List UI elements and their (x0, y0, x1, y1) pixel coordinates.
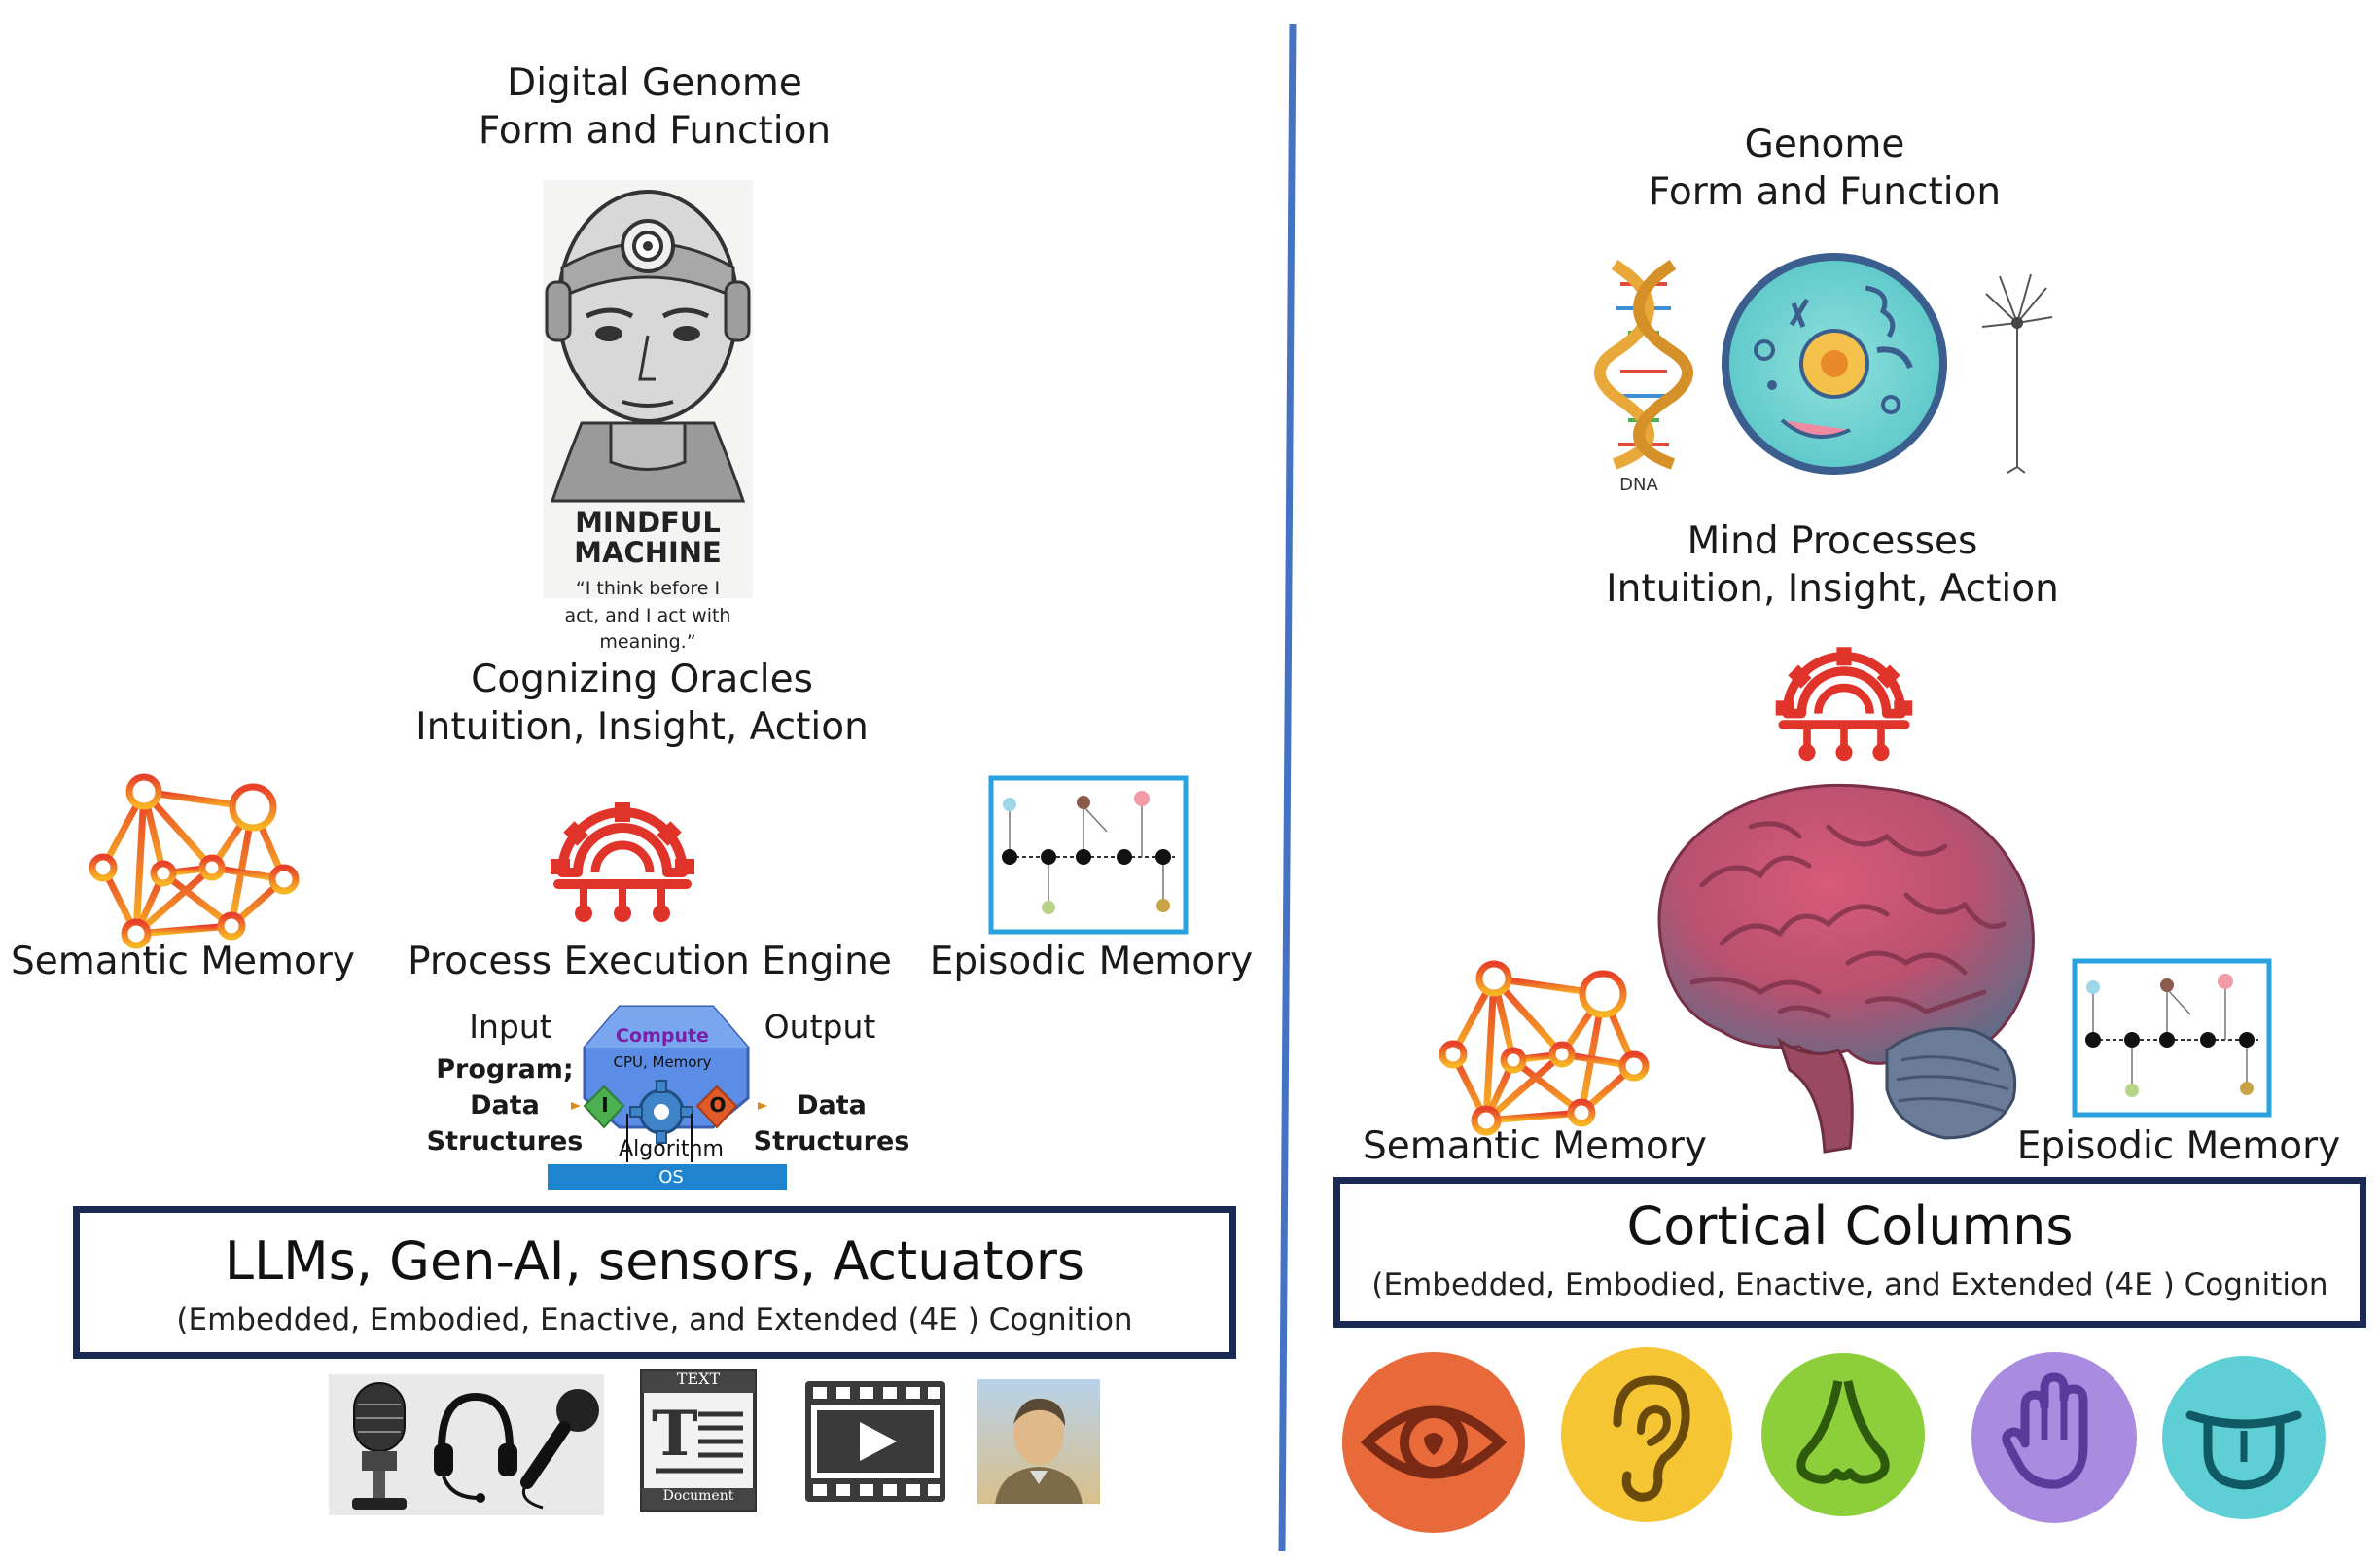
cognizing-oracles-line1: Cognizing Oracles (471, 658, 813, 701)
brain-icon (1657, 783, 2035, 1154)
microphone-icon (352, 1382, 407, 1510)
episodic-timeline-icon (988, 775, 1189, 935)
mind-processes-line2: Intuition, Insight, Action (1606, 566, 2059, 611)
headset-icon (434, 1392, 517, 1503)
right-semantic-memory-label: Semantic Memory (1363, 1124, 1707, 1168)
poster-quote: “I think before I act, and I act with me… (565, 576, 731, 657)
poster-title-line1: MINDFUL (575, 506, 721, 539)
output-data-text: Data (797, 1090, 867, 1120)
left-top-title-line2: Form and Function (478, 108, 832, 153)
process-engine-gear-icon (1775, 647, 1913, 762)
output-label: Output (764, 1008, 876, 1046)
center-divider (1278, 24, 1297, 1551)
process-engine-gear-icon (551, 802, 694, 922)
ear-icon (1561, 1347, 1732, 1522)
input-label: Input (469, 1008, 552, 1046)
poster-quote-line3: meaning.” (599, 631, 696, 654)
left-top-title-line1: Digital Genome (507, 61, 802, 105)
input-structures-text: Structures (426, 1126, 584, 1156)
output-port-letter: O (709, 1093, 727, 1117)
mind-processes-label: Mind Processes Intuition, Insight, Actio… (1606, 518, 2059, 614)
compute-diagram-graphic (548, 1005, 787, 1190)
doc-icon-bottom-label: Document (662, 1488, 734, 1504)
left-episodic-memory-label: Episodic Memory (929, 940, 1254, 983)
algorithm-text: Algorithm (619, 1137, 724, 1161)
eye-icon (1342, 1352, 1525, 1533)
llm-box-title: LLMs, Gen-AI, sensors, Actuators (224, 1230, 1085, 1292)
input-program-text: Program; (436, 1054, 574, 1085)
neuron-icon (1981, 273, 2053, 474)
episodic-timeline-icon (2072, 958, 2272, 1118)
neural-network-icon (89, 773, 300, 949)
tongue-icon (2162, 1356, 2326, 1519)
cortical-box-subtitle: (Embedded, Embodied, Enactive, and Exten… (1371, 1267, 2328, 1302)
input-data-text: Data (470, 1090, 540, 1120)
svg-text:T: T (652, 1398, 698, 1471)
right-top-title: Genome Form and Function (1649, 122, 2001, 217)
dna-label: DNA (1619, 475, 1658, 495)
neural-network-icon (1439, 960, 1650, 1136)
poster-title-line2: MACHINE (574, 536, 722, 570)
input-port-letter: I (601, 1093, 609, 1117)
cpu-memory-text: CPU, Memory (613, 1053, 712, 1071)
compute-text: Compute (616, 1025, 709, 1047)
poster-title: MINDFUL MACHINE (574, 506, 722, 570)
cognizing-oracles-line2: Intuition, Insight, Action (415, 704, 869, 749)
mind-processes-line1: Mind Processes (1687, 519, 1978, 563)
left-semantic-memory-label: Semantic Memory (11, 940, 355, 983)
output-structures-text: Structures (753, 1126, 910, 1156)
cell-icon (1722, 253, 1947, 475)
right-top-title-line2: Form and Function (1648, 169, 2002, 214)
robot-head-icon (545, 190, 751, 503)
portrait-photo-icon (977, 1379, 1100, 1504)
llm-gen-ai-box: LLMs, Gen-AI, sensors, Actuators (Embedd… (73, 1206, 1236, 1359)
dna-helix-icon (1594, 259, 1693, 470)
text-document-icon: T (640, 1369, 757, 1512)
right-episodic-memory-label: Episodic Memory (2016, 1124, 2341, 1168)
cognizing-oracles-label: Cognizing Oracles Intuition, Insight, Ac… (415, 657, 869, 752)
os-text: OS (658, 1167, 684, 1188)
nose-icon (1761, 1353, 1925, 1516)
llm-box-subtitle: (Embedded, Embodied, Enactive, and Exten… (176, 1302, 1133, 1337)
left-top-title: Digital Genome Form and Function (479, 60, 831, 156)
cortical-box-title: Cortical Columns (1626, 1195, 2074, 1257)
video-play-icon (805, 1381, 945, 1502)
cortical-columns-box: Cortical Columns (Embedded, Embodied, En… (1333, 1177, 2366, 1328)
process-execution-engine-label: Process Execution Engine (408, 940, 892, 983)
poster-quote-line2: act, and I act with (564, 604, 731, 626)
right-top-title-line1: Genome (1744, 123, 1905, 166)
doc-icon-top-label: TEXT (676, 1369, 721, 1388)
hand-icon (1971, 1352, 2137, 1523)
handheld-mic-icon (520, 1389, 599, 1510)
poster-quote-line1: “I think before I (575, 578, 721, 599)
